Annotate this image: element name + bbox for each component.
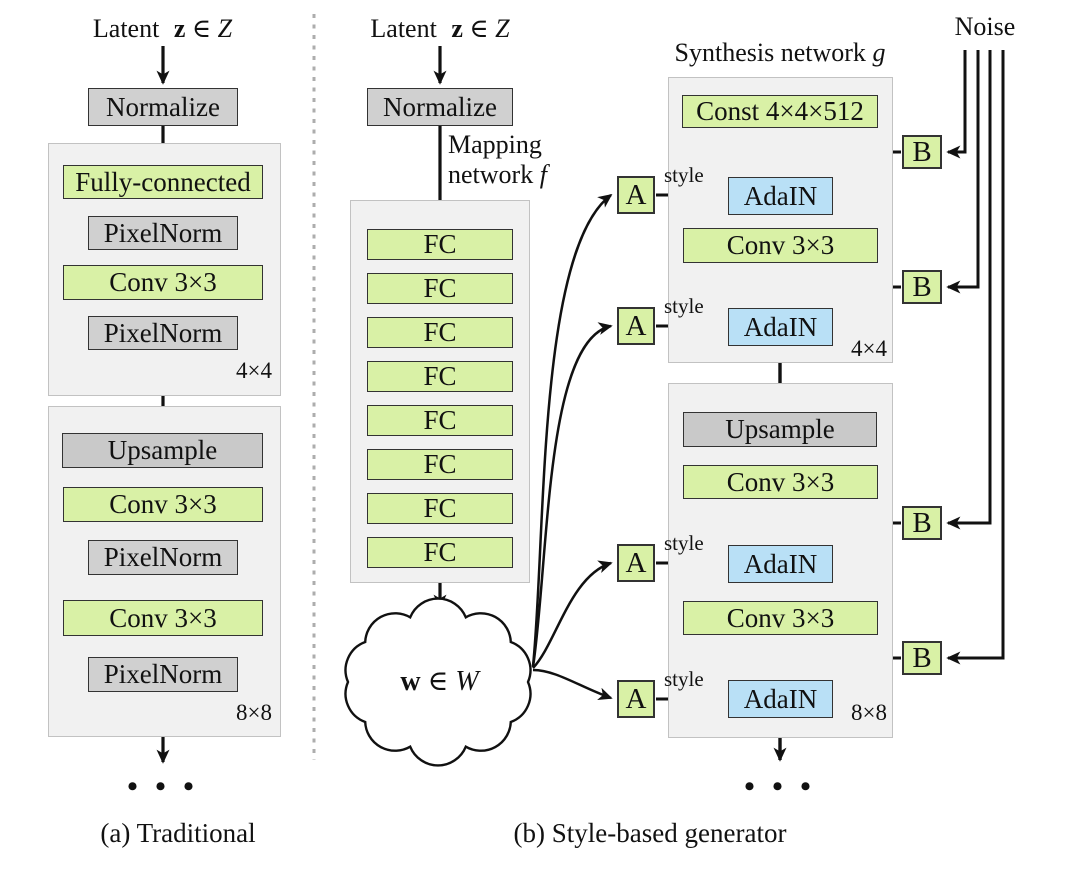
latent-z-header-a: Latent z ∈ Z [40,14,285,44]
resolution-label-8x8: 8×8 [851,700,887,725]
adain-box-4: AdaIN [728,680,833,718]
style-label-4: style [664,667,704,691]
noise-lines [946,50,1005,665]
adain-box-2: AdaIN [728,308,833,346]
caption-a: (a) Traditional [100,818,256,848]
w-symbol: w [400,666,421,697]
conv3x3-box: Conv 3×3 [683,228,878,263]
noise-label: Noise [954,12,1016,41]
upsample-box: Upsample [62,433,263,468]
fc-box-3: FC [367,317,513,348]
B-box-1: B [902,135,942,169]
pixelnorm-box: PixelNorm [88,540,238,575]
ellipsis-b: • • • [744,770,816,803]
resolution-label-4x4: 4×4 [236,358,272,383]
const-box: Const 4×4×512 [682,95,878,128]
B-box-4: B [902,641,942,675]
conv3x3-box: Conv 3×3 [63,265,263,300]
pixelnorm-box: PixelNorm [88,216,238,250]
fc-box-6: FC [367,449,513,480]
fc-box-7: FC [367,493,513,524]
A-box-1: A [617,176,655,214]
fc-box-5: FC [367,405,513,436]
adain-box-1: AdaIN [728,177,833,215]
w-space-symbol: W [455,666,479,697]
resolution-label-8x8: 8×8 [236,700,272,725]
pixelnorm-box: PixelNorm [88,316,238,350]
element-of-symbol: ∈ [469,14,489,43]
latent-z-symbol: z [451,14,463,43]
element-of-symbol: ∈ [427,666,449,697]
fc-box-8: FC [367,537,513,568]
fully-connected-box: Fully-connected [63,165,263,199]
A-box-3: A [617,544,655,582]
synthesis-title-text: Synthesis network [674,38,866,67]
w-to-A-arrows [531,193,613,700]
conv3x3-box: Conv 3×3 [63,600,263,636]
pixelnorm-box: PixelNorm [88,657,238,692]
conv3x3-box: Conv 3×3 [683,465,878,499]
conv3x3-box: Conv 3×3 [63,487,263,522]
B-box-3: B [902,506,942,540]
upsample-box: Upsample [683,412,877,447]
synthesis-g-symbol: g [872,38,886,67]
latent-space-symbol: Z [495,14,510,43]
fc-box-4: FC [367,361,513,392]
latent-label: Latent [370,14,437,43]
mapping-label-line1: Mapping [448,130,542,159]
normalize-box-a: Normalize [88,88,238,126]
mapping-network-label: Mapping network f [448,130,547,190]
element-of-symbol: ∈ [191,14,212,43]
style-label-3: style [664,531,704,555]
ellipsis-a: • • • [127,770,199,803]
style-label-1: style [664,163,704,187]
A-box-4: A [617,680,655,718]
w-cloud-label: w ∈ W [362,664,517,698]
latent-z-header-b: Latent z ∈ Z [330,14,550,44]
B-box-2: B [902,270,942,304]
fc-box-2: FC [367,273,513,304]
mapping-label-line2: network [448,159,534,189]
latent-space-symbol: Z [217,14,233,43]
style-label-2: style [664,294,704,318]
latent-w-cloud-shape [344,597,532,767]
latent-label: Latent [92,14,160,43]
A-box-2: A [617,307,655,345]
conv3x3-box: Conv 3×3 [683,601,878,635]
caption-b: (b) Style-based generator [513,818,787,848]
resolution-label-4x4: 4×4 [851,336,887,361]
normalize-box-b: Normalize [367,88,513,126]
latent-z-symbol: z [173,14,186,43]
fc-box-1: FC [367,229,513,260]
synthesis-network-title: Synthesis network g [640,38,920,68]
mapping-f-symbol: f [539,159,547,189]
adain-box-3: AdaIN [728,545,833,583]
